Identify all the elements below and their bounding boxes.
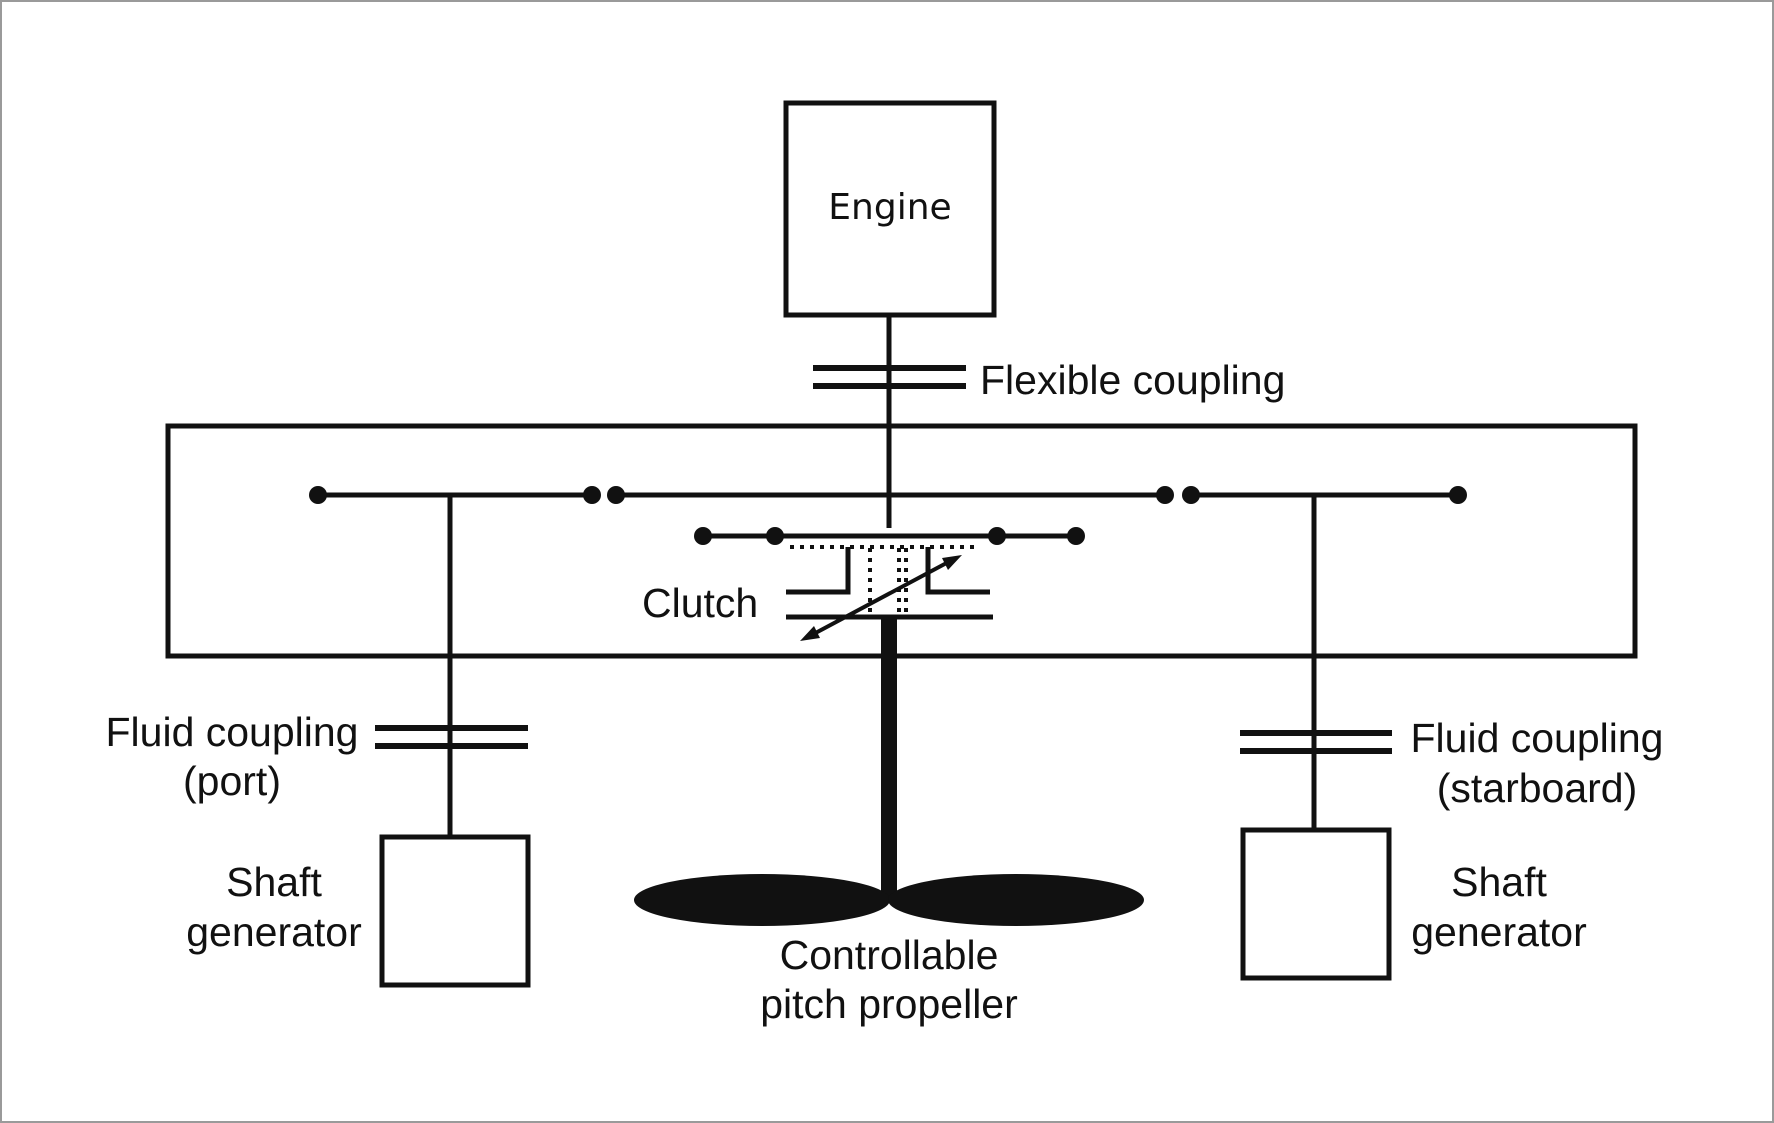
gear-pivot-dot [607, 486, 625, 504]
gear-pivot-dot [309, 486, 327, 504]
propeller-blade-right [888, 874, 1144, 926]
starboard-drive: Fluid coupling (starboard) Shaft generat… [1240, 495, 1664, 981]
propeller-label-line1: Controllable [780, 932, 999, 978]
starboard-fluid-coupling-label-line2: (starboard) [1437, 765, 1638, 811]
gear-pivot-dot [1449, 486, 1467, 504]
flexible-coupling: Flexible coupling [813, 357, 1285, 403]
gear-train [309, 486, 1467, 545]
clutch-plate-right [925, 547, 990, 595]
starboard-shaft-generator-label-line2: generator [1411, 909, 1587, 955]
gear-pivot-dot [583, 486, 601, 504]
engine-label: Engine [828, 187, 951, 228]
clutch-arrowhead [942, 555, 962, 570]
clutch-label: Clutch [642, 580, 758, 626]
clutch-gear-dot [1067, 527, 1085, 545]
propeller-label-line2: pitch propeller [760, 981, 1018, 1027]
starboard-shaft-generator-label-line1: Shaft [1451, 859, 1547, 905]
clutch-gear-dot [988, 527, 1006, 545]
flexible-coupling-label: Flexible coupling [980, 357, 1285, 403]
port-shaft-generator-box [379, 834, 531, 988]
starboard-fluid-coupling-label-line1: Fluid coupling [1411, 715, 1664, 761]
port-shaft-generator-label-line2: generator [186, 909, 362, 955]
propeller-blade-left [634, 874, 890, 926]
controllable-pitch-propeller: Controllable pitch propeller [634, 874, 1144, 1027]
port-shaft-generator-label-line1: Shaft [226, 859, 322, 905]
starboard-shaft-generator-box [1240, 827, 1392, 981]
clutch-plate-left [786, 547, 851, 595]
clutch-gear-dot [694, 527, 712, 545]
port-drive: Fluid coupling (port) Shaft generator [106, 495, 531, 988]
gear-pivot-dot [1182, 486, 1200, 504]
gearbox-housing [165, 423, 1638, 659]
clutch-adjust-arrow [807, 557, 955, 639]
gear-pivot-dot [1156, 486, 1174, 504]
port-fluid-coupling-label-line1: Fluid coupling [106, 709, 359, 755]
clutch-gear-dot [766, 527, 784, 545]
port-fluid-coupling-label-line2: (port) [183, 758, 281, 804]
clutch-arrowhead [800, 626, 820, 641]
